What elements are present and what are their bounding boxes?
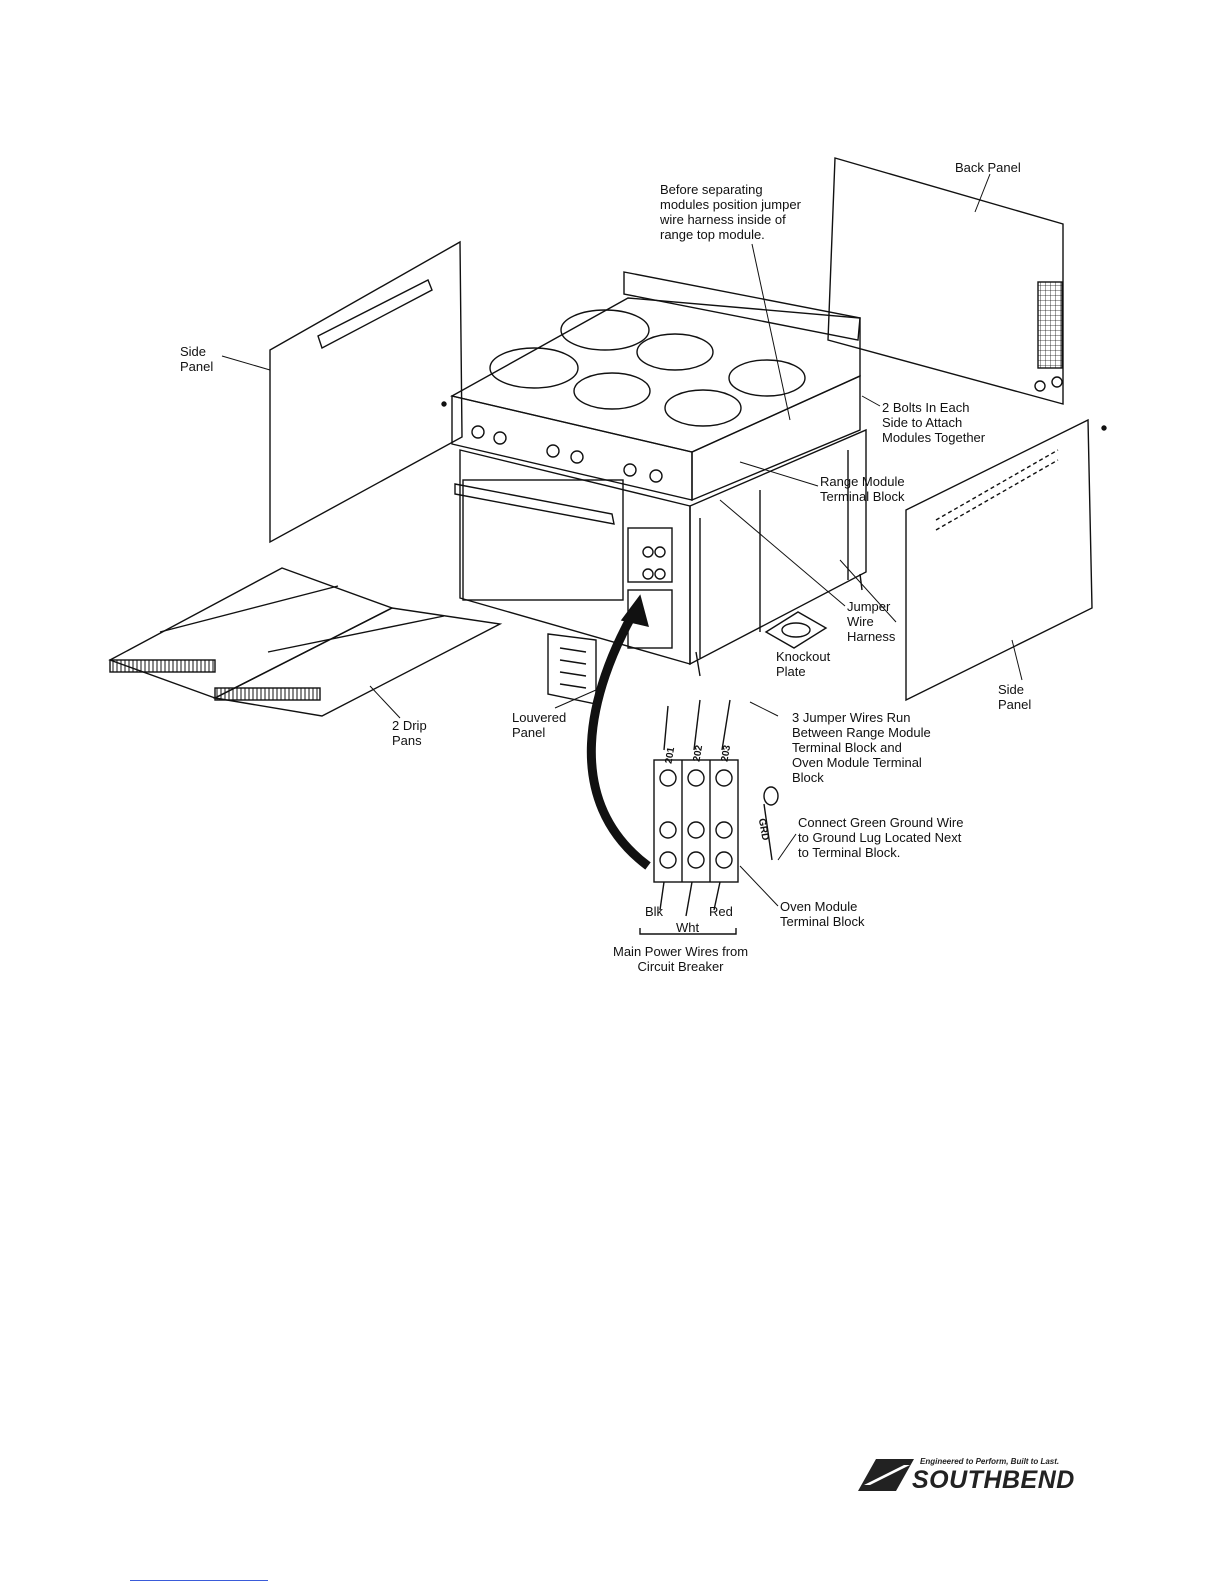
southbend-logo-mark xyxy=(858,1459,914,1491)
label-oven-terminal: Oven Module Terminal Block xyxy=(780,899,865,929)
footer-rule xyxy=(130,1580,268,1581)
label-red: Red xyxy=(709,904,733,919)
label-before-separating: Before separating modules position jumpe… xyxy=(660,182,801,242)
label-wht: Wht xyxy=(676,920,700,935)
knockout-plate xyxy=(764,611,828,649)
label-three-jumper: 3 Jumper Wires Run Between Range Module … xyxy=(792,710,931,785)
logo-tagline: Engineered to Perform, Built to Last. xyxy=(920,1457,1060,1466)
back-panel xyxy=(827,157,1064,405)
oven-terminal-block xyxy=(653,699,779,917)
side-panel-right xyxy=(905,418,1107,702)
callout-arrow xyxy=(586,609,651,870)
label-knockout-plate: Knockout Plate xyxy=(776,649,831,679)
label-side-panel-left: Side Panel xyxy=(180,344,214,374)
label-blk: Blk xyxy=(645,904,664,919)
wire-tag-201: 201 xyxy=(663,746,678,765)
wht-bracket xyxy=(639,928,737,935)
side-panel-left xyxy=(269,240,463,544)
label-jumper-harness: Jumper Wire Harness xyxy=(847,599,896,644)
arrow-head xyxy=(620,594,649,627)
logo-brand: SOUTHBEND xyxy=(912,1466,1075,1494)
label-main-power: Main Power Wires from Circuit Breaker xyxy=(613,944,749,974)
wire-tag-202: 202 xyxy=(691,744,706,763)
drip-pans xyxy=(108,567,503,717)
label-drip-pans: 2 Drip Pans xyxy=(392,718,427,748)
leader-lines xyxy=(221,173,1023,907)
burners xyxy=(489,309,806,427)
control-knobs xyxy=(471,425,666,580)
wire-tag-203: 203 xyxy=(719,744,734,763)
label-back-panel: Back Panel xyxy=(955,160,1021,175)
label-louvered-panel: Louvered Panel xyxy=(512,710,567,740)
range-cabinet xyxy=(450,271,867,677)
label-side-panel-right: Side Panel xyxy=(998,682,1032,712)
label-ground-wire: Connect Green Ground Wire to Ground Lug … xyxy=(798,815,964,860)
label-two-bolts: 2 Bolts In Each Side to Attach Modules T… xyxy=(882,400,986,445)
label-range-terminal: Range Module Terminal Block xyxy=(820,474,905,504)
